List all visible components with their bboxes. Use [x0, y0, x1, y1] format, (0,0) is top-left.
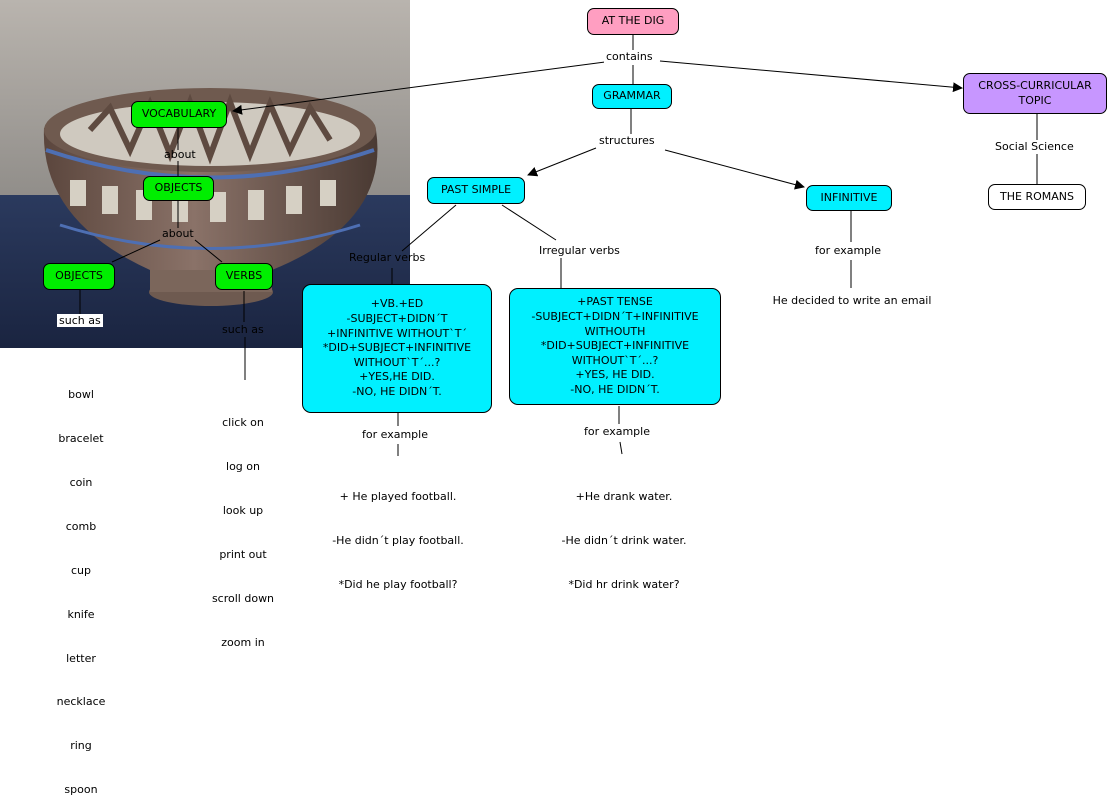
regular-rule-6: +YES,HE DID. — [359, 370, 435, 384]
regular-rule-5: WITHOUT`T´...? — [353, 355, 441, 369]
irregular-rule-3: WITHOUTH — [584, 324, 646, 338]
regular-rule-1: +VB.+ED — [370, 297, 424, 311]
at-the-dig-node[interactable]: AT THE DIG — [587, 8, 679, 35]
regular-example-item: + He played football. — [339, 490, 457, 504]
about-label-1: about — [164, 148, 196, 161]
structures-label: structures — [597, 134, 657, 147]
object-item: spoon — [64, 783, 98, 797]
regular-verbs-label: Regular verbs — [349, 251, 426, 264]
vocabulary-node[interactable]: VOCABULARY — [131, 101, 227, 128]
irregular-verbs-label: Irregular verbs — [537, 244, 622, 257]
irregular-example-item: -He didn´t drink water. — [561, 534, 687, 548]
contains-label: contains — [604, 50, 655, 63]
object-item: comb — [65, 519, 97, 533]
cross-curricular-line-1: CROSS-CURRICULAR — [978, 79, 1092, 93]
objects-list: bowl bracelet coin comb cup knife letter… — [48, 359, 114, 812]
object-item: necklace — [56, 695, 106, 709]
regular-rule-3: +INFINITIVE WITHOUT`T´ — [327, 326, 467, 340]
irregular-examples: +He drank water. -He didn´t drink water.… — [544, 461, 704, 607]
verb-item: scroll down — [211, 591, 275, 605]
irregular-rule-4: *DID+SUBJECT+INFINITIVE — [540, 339, 690, 353]
infinitive-example: He decided to write an email — [772, 294, 932, 307]
verb-item: look up — [222, 504, 264, 517]
concept-links — [79, 35, 1038, 456]
objects-node-top[interactable]: OBJECTS — [143, 176, 214, 201]
regular-rule-4: *DID+SUBJECT+INFINITIVE — [322, 341, 472, 355]
regular-rule-2: -SUBJECT+DIDN´T — [346, 311, 448, 325]
irregular-example-item: +He drank water. — [575, 490, 673, 504]
irregular-rule-6: +YES, HE DID. — [575, 368, 655, 382]
object-item: ring — [70, 739, 92, 753]
irregular-example-item: *Did hr drink water? — [568, 578, 680, 591]
verbs-node[interactable]: VERBS — [215, 263, 273, 290]
irregular-rule-5: WITHOUT`T´...? — [571, 353, 659, 367]
about-label-2: about — [162, 227, 194, 240]
verb-item: log on — [226, 460, 260, 474]
grammar-node[interactable]: GRAMMAR — [592, 84, 672, 109]
object-item: bracelet — [58, 432, 104, 446]
object-item: bowl — [68, 388, 94, 402]
object-item: letter — [66, 651, 96, 665]
cross-curricular-topic-node[interactable]: CROSS-CURRICULAR TOPIC — [963, 73, 1107, 114]
verb-item: zoom in — [221, 635, 265, 649]
regular-verbs-box[interactable]: +VB.+ED -SUBJECT+DIDN´T +INFINITIVE WITH… — [302, 284, 492, 413]
the-romans-node[interactable]: THE ROMANS — [988, 184, 1086, 210]
object-item: cup — [70, 563, 91, 577]
regular-rule-7: -NO, HE DIDN´T. — [352, 385, 442, 399]
object-item: coin — [69, 476, 93, 489]
regular-example-item: -He didn´t play football. — [332, 534, 464, 548]
object-item: knife — [67, 607, 95, 621]
irregular-rule-7: -NO, HE DIDN´T. — [570, 383, 660, 397]
for-example-label-infinitive: for example — [813, 244, 883, 257]
irregular-rule-1: +PAST TENSE — [577, 295, 653, 309]
social-science-label: Social Science — [993, 140, 1076, 153]
irregular-rule-2: -SUBJECT+DIDN´T+INFINITIVE — [531, 309, 699, 323]
for-example-label-regular: for example — [360, 428, 430, 441]
verb-item: print out — [219, 547, 267, 561]
such-as-label-2: such as — [222, 323, 264, 336]
objects-node-left[interactable]: OBJECTS — [43, 263, 115, 290]
verbs-list: click on log on look up print out scroll… — [200, 387, 286, 665]
regular-examples: + He played football. -He didn´t play fo… — [318, 461, 478, 607]
regular-example-item: *Did he play football? — [338, 578, 458, 591]
verb-item: click on — [222, 416, 264, 430]
such-as-label-1: such as — [57, 314, 103, 327]
past-simple-node[interactable]: PAST SIMPLE — [427, 177, 525, 204]
for-example-label-irregular: for example — [582, 425, 652, 438]
infinitive-node[interactable]: INFINITIVE — [806, 185, 892, 211]
irregular-verbs-box[interactable]: +PAST TENSE -SUBJECT+DIDN´T+INFINITIVE W… — [509, 288, 721, 405]
cross-curricular-line-2: TOPIC — [1018, 93, 1052, 107]
